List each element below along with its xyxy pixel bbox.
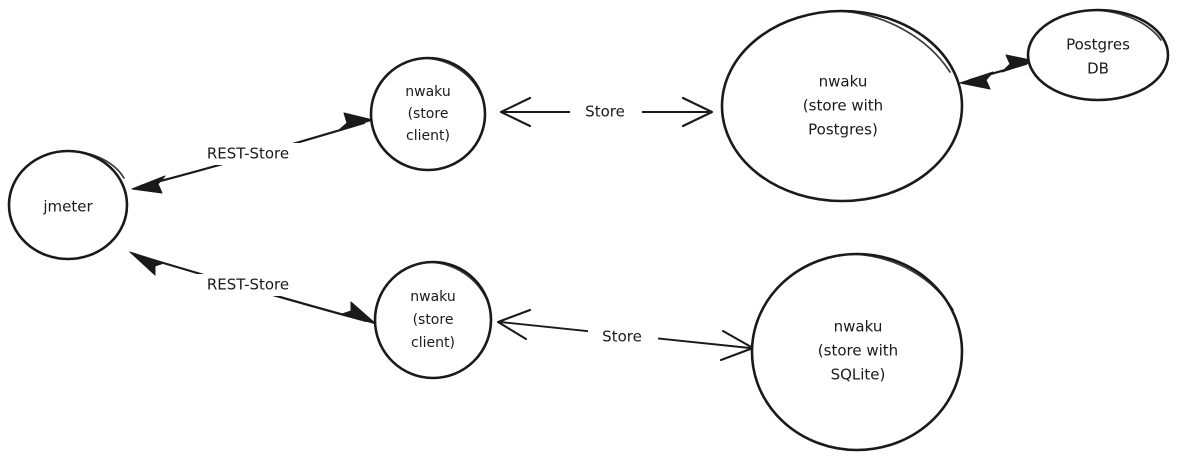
edge-store-top-label: Store (585, 103, 625, 121)
node-store-client-top-sketch-overdraw (423, 57, 482, 96)
node-store-sqlite[interactable]: nwaku (store with SQLite) (750, 252, 964, 452)
node-jmeter[interactable]: jmeter (7, 149, 129, 261)
edge-rest-store-top-arrowhead-start (131, 175, 166, 194)
edge-rest-store-top-label-group: REST-Store (184, 143, 312, 165)
edge-store-bottom-label: Store (602, 328, 642, 346)
node-store-client-top-label-line-3: client) (406, 128, 450, 144)
node-store-sqlite-label-line-1: nwaku (834, 318, 883, 336)
node-jmeter-shape[interactable] (7, 149, 129, 261)
node-store-postgres-label-line-2: (store with (803, 97, 883, 115)
node-postgres-db-label-line-2: DB (1087, 60, 1109, 78)
node-store-postgres-label-line-3: Postgres) (808, 121, 878, 139)
edge-store-top: Store (499, 96, 714, 128)
node-store-sqlite-label-line-3: SQLite) (831, 366, 886, 384)
edge-rest-store-bottom-arrowhead-end (341, 301, 377, 325)
node-store-client-top[interactable]: nwaku (store client) (369, 56, 487, 172)
edge-store-bottom: Store (496, 308, 755, 362)
node-jmeter-label: jmeter (42, 198, 93, 216)
edge-postgres-link-arrowhead-end (1001, 54, 1036, 73)
node-postgres-db[interactable]: Postgres DB (1026, 8, 1170, 102)
edge-store-top-label-bg (570, 101, 642, 122)
node-store-client-top-label-line-2: (store (408, 106, 449, 122)
edge-rest-store-top-label-bg (184, 143, 312, 165)
node-jmeter-sketch-overdraw (69, 150, 125, 179)
edge-postgres-link-arrowhead-start (959, 71, 994, 90)
node-store-client-bottom-label-line-2: (store (413, 312, 454, 328)
edge-postgres-link (959, 54, 1036, 90)
node-postgres-db-shape[interactable] (1026, 8, 1170, 102)
node-store-client-bottom[interactable]: nwaku (store client) (373, 260, 493, 380)
node-postgres-db-label-line-1: Postgres (1066, 36, 1130, 54)
edge-store-top-arrowhead-start (499, 96, 532, 128)
node-store-client-bottom-label-line-1: nwaku (410, 289, 455, 305)
node-store-sqlite-sketch-overdraw (852, 253, 954, 311)
node-store-sqlite-label-line-2: (store with (818, 342, 898, 360)
node-store-postgres-label-line-1: nwaku (819, 73, 868, 91)
node-store-postgres[interactable]: nwaku (store with Postgres) (720, 9, 964, 203)
edge-rest-store-bottom-label-group: REST-Store (184, 274, 312, 296)
edge-store-bottom-label-bg (588, 326, 658, 347)
edge-rest-store-bottom-label: REST-Store (207, 276, 289, 294)
node-postgres-db-sketch-overdraw (1093, 9, 1162, 41)
node-store-client-bottom-label-line-3: client) (411, 335, 455, 351)
edge-rest-store-top-arrowhead-end (338, 112, 374, 131)
node-store-client-bottom-sketch-overdraw (428, 261, 488, 301)
edge-rest-store-bottom-label-bg (184, 274, 312, 296)
edge-store-top-arrowhead-end (681, 96, 714, 128)
node-store-postgres-sketch-overdraw (837, 10, 951, 73)
edge-store-bottom-arrowhead-start (496, 308, 532, 341)
edge-rest-store-bottom-arrowhead-start (129, 251, 165, 276)
edge-rest-store-top-label: REST-Store (207, 145, 289, 163)
node-store-client-top-label-line-1: nwaku (405, 84, 450, 100)
